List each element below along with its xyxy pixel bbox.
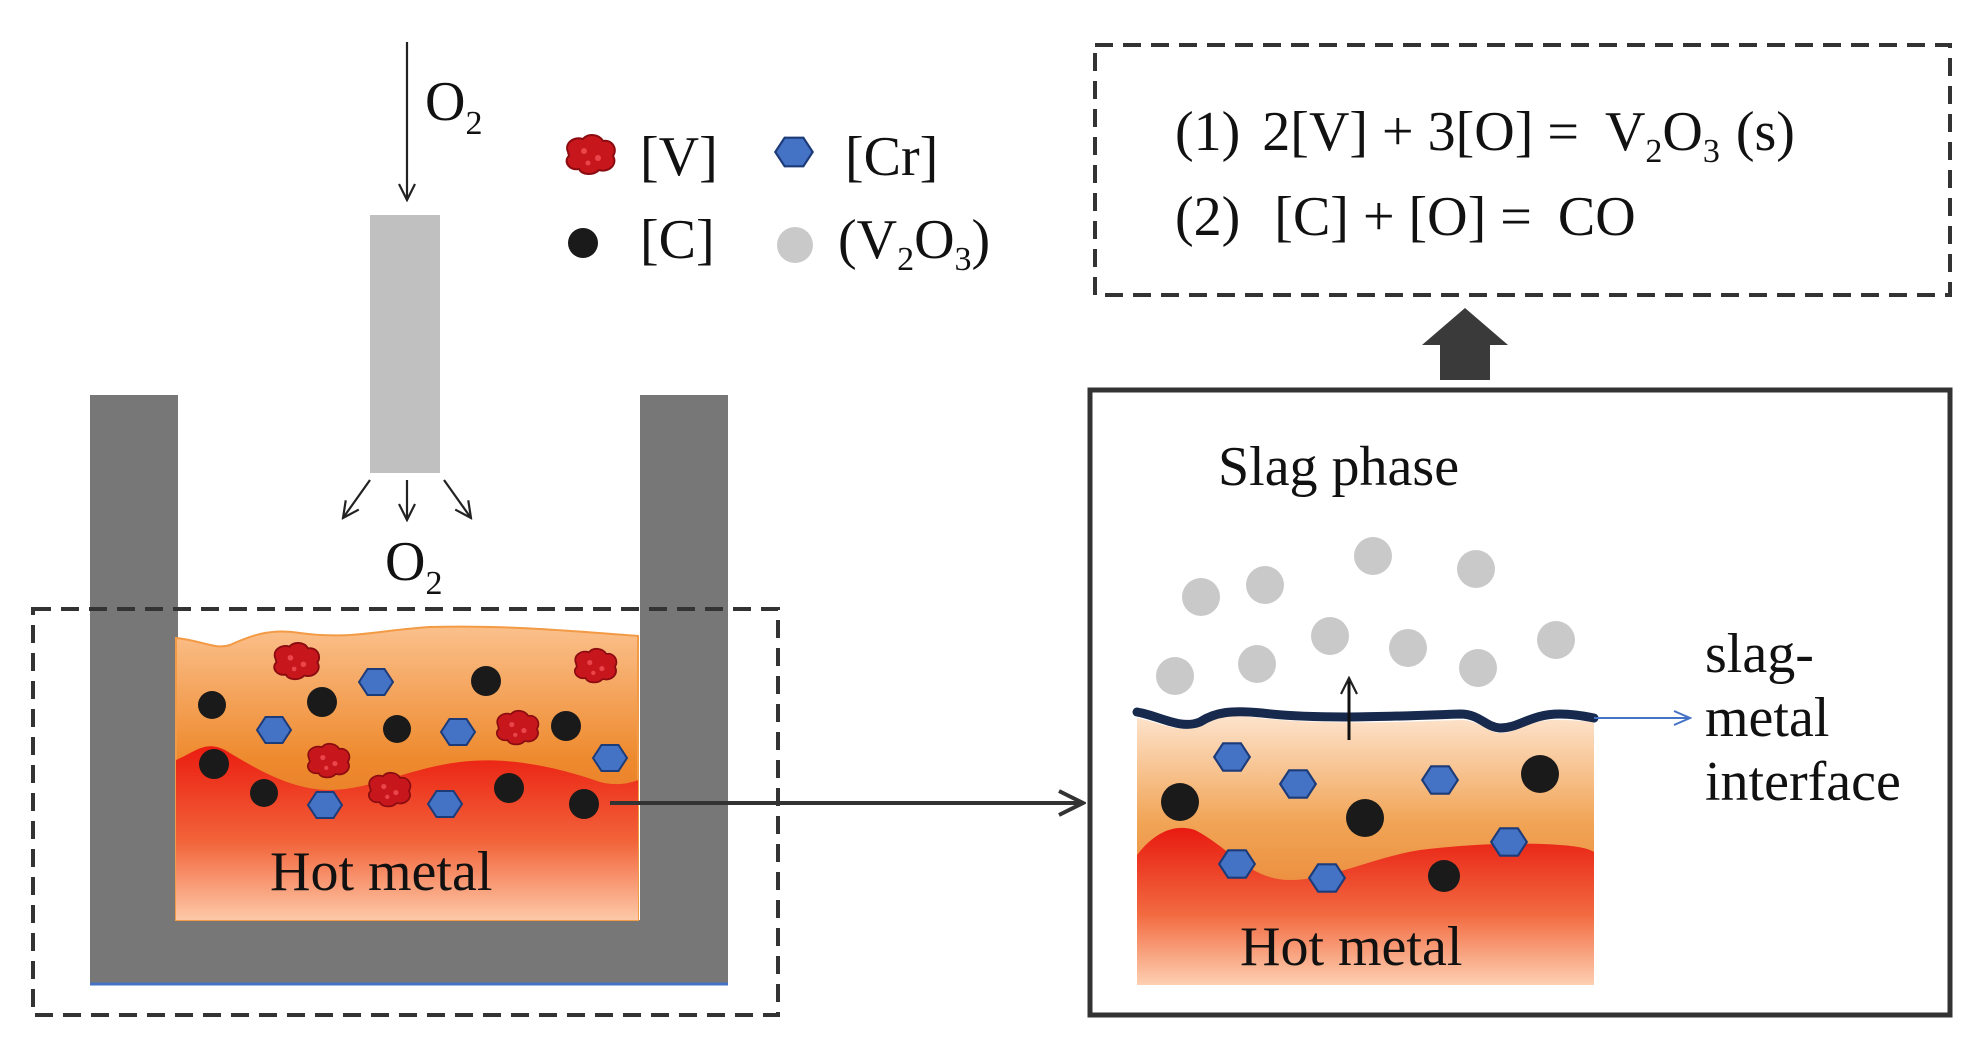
chromium-particle — [1421, 765, 1459, 795]
vanadium-particle — [273, 641, 321, 681]
chromium-particle — [1279, 769, 1317, 799]
legend-carbon-swatch — [568, 228, 598, 258]
vessel-bottom — [90, 920, 728, 985]
carbon-particle — [1346, 799, 1384, 837]
zoom-source-dashed-box — [31, 607, 780, 1017]
legend-v2o3-label: (V2O3) — [838, 209, 990, 278]
v2o3-particle — [1311, 617, 1349, 655]
v2o3-particle — [1537, 621, 1575, 659]
v2o3-particle — [1389, 629, 1427, 667]
v2o3-particle — [1459, 649, 1497, 687]
chromium-particle — [358, 668, 394, 696]
v2o3-particle — [1354, 537, 1392, 575]
carbon-particle — [199, 749, 229, 779]
v2o3-particles — [1156, 537, 1575, 695]
reaction-1: (1)2[V] + 3[O] =V2O3(s) — [1175, 101, 1795, 170]
oxygen-label-top: O2 — [425, 71, 482, 142]
zoom-melt-red — [1137, 827, 1594, 985]
left-hot-metal-label: Hot metal — [270, 841, 492, 903]
vessel-left-wall — [90, 395, 178, 985]
vanadium-particle — [495, 709, 540, 746]
carbon-particle — [569, 789, 599, 819]
chromium-particle — [307, 791, 343, 819]
v2o3-particle — [1156, 657, 1194, 695]
legend-vanadium-swatch — [565, 134, 616, 176]
chromium-particle — [440, 718, 476, 746]
oxygen-label-bottom: O2 — [385, 531, 442, 602]
carbon-particle — [1161, 783, 1199, 821]
carbon-particle — [551, 711, 581, 741]
zoom-melt-particles — [1161, 742, 1559, 893]
carbon-particle — [471, 666, 501, 696]
left-melt-particles — [198, 641, 628, 819]
oxygen-lance-group: O2 O2 — [343, 42, 482, 602]
v2o3-particle — [1457, 550, 1495, 588]
reaction-2: (2)[C] + [O] =CO — [1175, 186, 1636, 248]
slag-phase-label: Slag phase — [1218, 436, 1459, 498]
legend-chromium-swatch — [774, 136, 814, 168]
v2o3-particle — [1182, 578, 1220, 616]
chromium-particle — [592, 744, 628, 772]
vanadium-particle — [367, 771, 412, 808]
oxygen-jet-arrow-right — [443, 479, 471, 518]
slag-metal-interface-line — [1132, 707, 1599, 733]
legend-carbon-label: [C] — [640, 209, 715, 271]
chromium-particle — [256, 716, 292, 744]
ladle-vessel — [90, 395, 728, 986]
oxygen-lance — [370, 215, 440, 473]
carbon-particle — [198, 691, 226, 719]
carbon-particle — [307, 687, 337, 717]
vessel-right-wall — [640, 395, 728, 985]
chromium-particle — [1490, 827, 1528, 857]
legend-vanadium-label: [V] — [640, 126, 718, 188]
chromium-particle — [1308, 863, 1346, 893]
chromium-particle — [1218, 849, 1256, 879]
chromium-particle — [1213, 742, 1251, 772]
carbon-particle — [383, 715, 411, 743]
oxygen-jet-arrow-left — [343, 479, 371, 518]
legend-v2o3-swatch — [777, 227, 813, 263]
carbon-particle — [1428, 860, 1460, 892]
up-arrow-to-reactions — [1422, 308, 1508, 380]
legend: [V] [Cr] [C] (V2O3) — [565, 126, 990, 278]
v2o3-particle — [1238, 645, 1276, 683]
chromium-particle — [427, 790, 463, 818]
carbon-particle — [250, 779, 278, 807]
carbon-particle — [494, 773, 524, 803]
zoom-hot-metal-label: Hot metal — [1240, 916, 1462, 978]
reaction-box: (1)2[V] + 3[O] =V2O3(s) (2)[C] + [O] =CO — [1093, 43, 1952, 297]
carbon-particle — [1521, 755, 1559, 793]
vanadium-particle — [306, 742, 351, 779]
reaction-dashed-box — [1093, 43, 1952, 297]
v2o3-particle — [1246, 566, 1284, 604]
vanadium-particle — [573, 647, 618, 684]
legend-chromium-label: [Cr] — [845, 126, 938, 188]
